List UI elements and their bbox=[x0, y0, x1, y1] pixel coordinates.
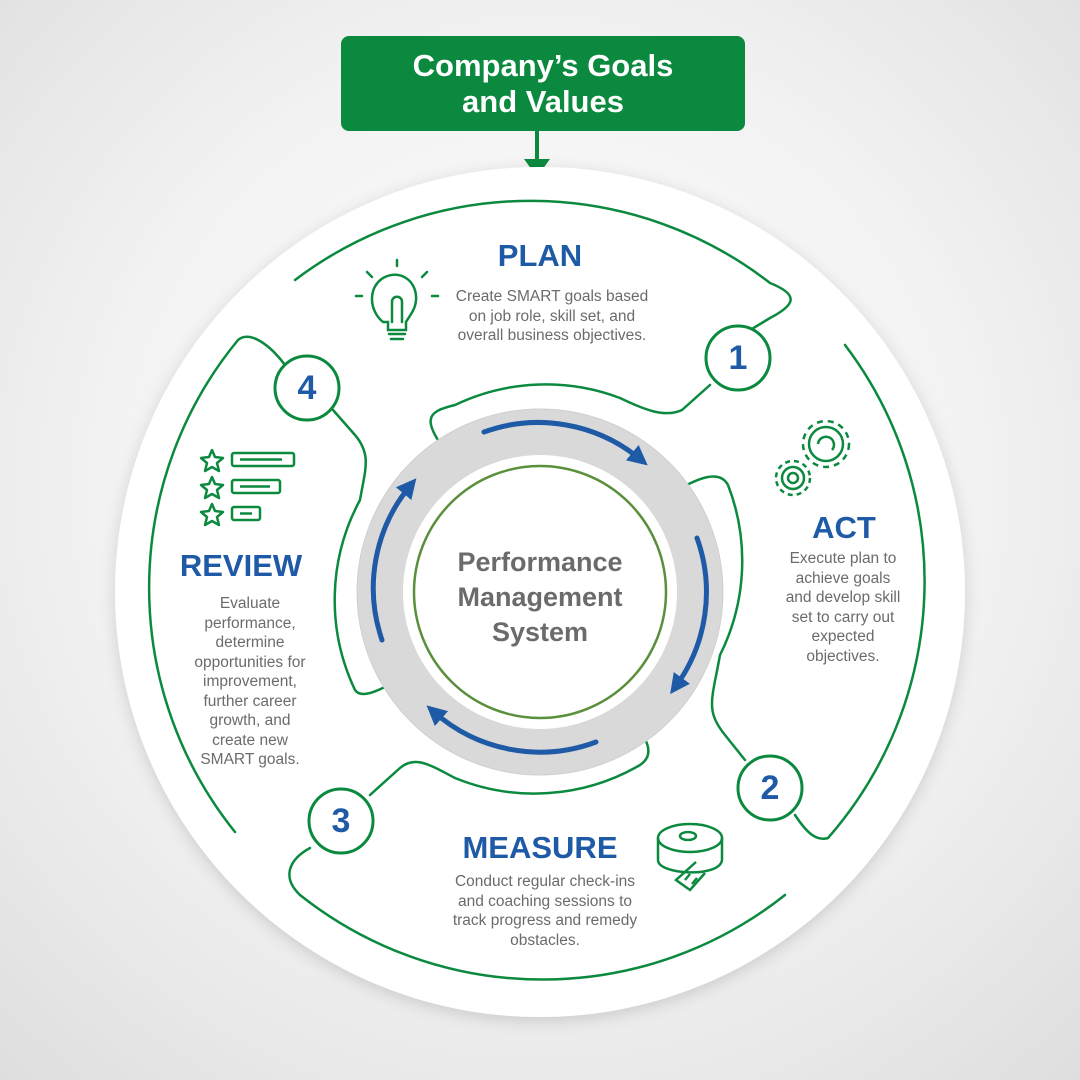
cycle-ring-edge bbox=[356, 408, 724, 776]
segment-outlines bbox=[147, 199, 926, 981]
act-title: ACT bbox=[812, 510, 876, 545]
act-desc-line: and develop skill bbox=[785, 589, 901, 606]
act-description: Execute plan to achieve goals and develo… bbox=[768, 549, 918, 666]
plan-desc-line: Create SMART goals based bbox=[455, 288, 649, 305]
act-desc-line: set to carry out bbox=[791, 608, 895, 626]
review-desc-line: further career bbox=[203, 692, 297, 710]
review-desc-line: growth, and bbox=[209, 712, 291, 729]
cycle-arrow-bottom bbox=[426, 705, 599, 755]
measure-description: Conduct regular check-ins and coaching s… bbox=[420, 872, 670, 950]
header-title-line2: and Values bbox=[462, 83, 624, 119]
plan-desc-line: on job role, skill set, and bbox=[468, 307, 636, 325]
number-circle-4 bbox=[273, 354, 341, 422]
gears-icon bbox=[774, 419, 851, 497]
review-desc-line: SMART goals. bbox=[200, 751, 300, 768]
stage-number-3: 3 bbox=[331, 802, 351, 840]
review-inner-outline bbox=[331, 408, 417, 696]
center-disc bbox=[405, 457, 675, 727]
stage-number-2: 2 bbox=[760, 769, 780, 807]
plan-segment-outline bbox=[293, 199, 792, 337]
measure-desc-line: track progress and remedy bbox=[452, 912, 638, 929]
cycle-arrow-top bbox=[481, 420, 648, 466]
cycle-arrow-left bbox=[370, 478, 417, 643]
measure-inner-outline bbox=[368, 710, 650, 797]
stage-number-1: 1 bbox=[728, 339, 748, 377]
review-desc-line: determine bbox=[215, 634, 285, 651]
number-circles bbox=[273, 324, 804, 855]
review-desc-line: improvement, bbox=[203, 673, 297, 690]
plan-title: PLAN bbox=[497, 238, 583, 273]
act-inner-outline bbox=[663, 475, 747, 762]
review-segment-outline bbox=[147, 335, 287, 834]
center-label-line3: System bbox=[491, 617, 589, 647]
cycle-arrows bbox=[370, 420, 709, 755]
header-title-line1: Company’s Goals bbox=[412, 47, 674, 83]
center-label-line2: Management bbox=[457, 582, 623, 612]
review-desc-line: create new bbox=[212, 731, 288, 749]
number-circle-1 bbox=[704, 324, 772, 392]
act-desc-line: expected bbox=[811, 628, 875, 645]
cycle-arrow-right bbox=[670, 535, 709, 695]
act-desc-line: achieve goals bbox=[795, 569, 891, 587]
act-desc-line: objectives. bbox=[806, 647, 880, 665]
star-rating-list-icon bbox=[199, 448, 296, 527]
plan-description: Create SMART goals based on job role, sk… bbox=[432, 287, 672, 346]
lightbulb-icon bbox=[354, 258, 440, 341]
header-box: Company’s Goals and Values bbox=[341, 36, 745, 131]
center-ring bbox=[412, 464, 668, 720]
measure-desc-line: obstacles. bbox=[510, 931, 580, 949]
review-desc-line: performance, bbox=[204, 614, 296, 632]
measuring-tape-icon bbox=[656, 822, 724, 892]
measure-desc-line: Conduct regular check-ins bbox=[454, 873, 636, 890]
number-circle-2 bbox=[736, 754, 804, 822]
plan-inner-outline bbox=[429, 383, 712, 465]
measure-segment-outline bbox=[288, 846, 787, 981]
center-label-line1: Performance bbox=[457, 547, 623, 577]
plan-desc-line: overall business objectives. bbox=[457, 327, 647, 344]
measure-title: MEASURE bbox=[462, 830, 618, 865]
review-title: REVIEW bbox=[179, 548, 303, 583]
number-circle-3 bbox=[307, 787, 375, 855]
review-description: Evaluate performance, determine opportun… bbox=[172, 594, 328, 770]
center-label: Performance Management System bbox=[420, 545, 660, 650]
act-segment-outline bbox=[793, 343, 926, 841]
stage-number-4: 4 bbox=[297, 369, 317, 407]
act-desc-line: Execute plan to bbox=[789, 550, 897, 567]
review-desc-line: Evaluate bbox=[219, 595, 281, 612]
review-desc-line: opportunities for bbox=[194, 653, 306, 671]
measure-desc-line: and coaching sessions to bbox=[457, 892, 633, 910]
